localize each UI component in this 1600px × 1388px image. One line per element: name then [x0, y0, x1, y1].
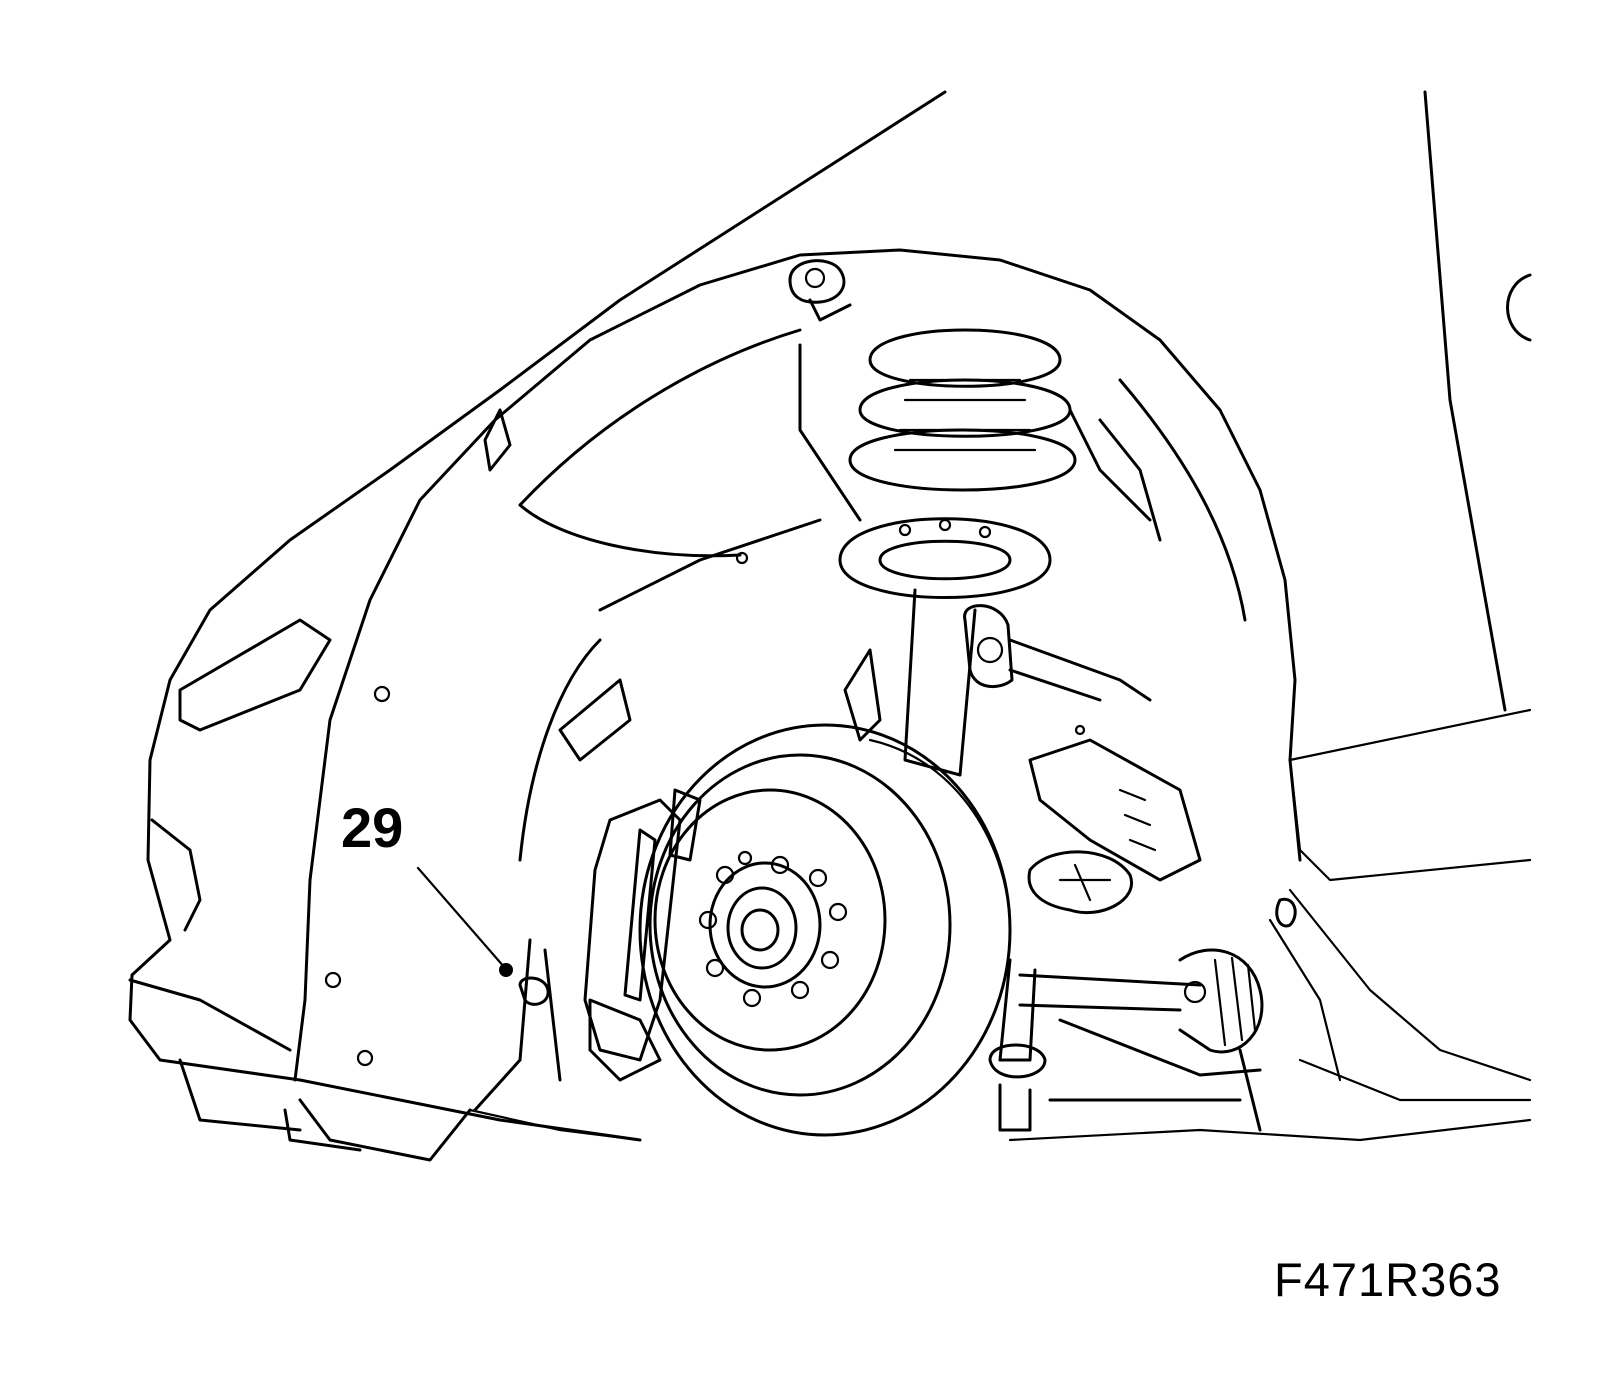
- car-body-outline: [128, 90, 947, 1152]
- brake-caliper: [583, 788, 702, 1082]
- brake-disc: [638, 723, 1012, 1137]
- liner-fasteners: [324, 551, 749, 1067]
- callout-leader-29: [416, 866, 513, 977]
- coil-spring: [798, 328, 1152, 599]
- figure-code: F471R363: [1274, 1253, 1502, 1306]
- tie-rod-boot: [1018, 948, 1264, 1132]
- underside-lines: [468, 1058, 1532, 1142]
- top-arch-clip: [788, 259, 852, 322]
- wheel-hub: [698, 850, 848, 1008]
- wheel-arch-liner: [293, 248, 1532, 1162]
- right-body-panel: [1268, 90, 1532, 1082]
- strut-shock-absorber: [843, 588, 1152, 777]
- callout-number-29: 29: [341, 796, 404, 859]
- control-arm: [988, 738, 1202, 1132]
